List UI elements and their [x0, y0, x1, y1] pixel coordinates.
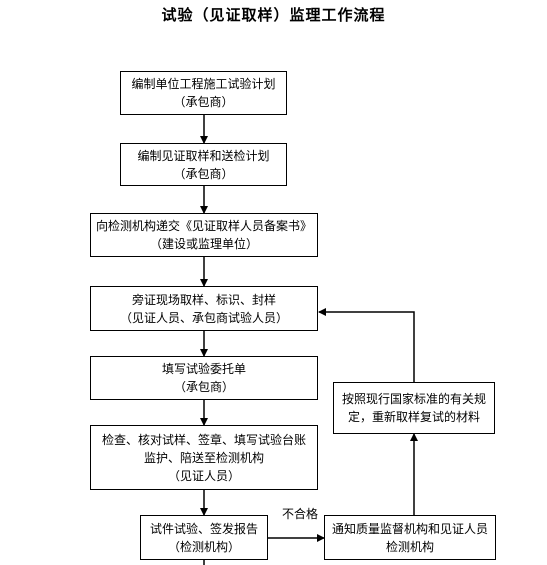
node-notify-supervision: 通知质量监督机构和见证人员 检测机构: [324, 515, 496, 560]
node-line: （检测机构）: [167, 539, 240, 554]
node-line: 试件试验、签发报告: [149, 521, 258, 536]
node-submit-record-book: 向检测机构递交《见证取样人员备案书》 （建设或监理单位）: [90, 213, 318, 257]
node-line: 按照现行国家标准的有关规: [341, 392, 486, 406]
node-line: （承包商）: [173, 166, 234, 181]
fail-label: 不合格: [282, 507, 319, 521]
node-line: 旁证现场取样、标识、封样: [131, 292, 276, 307]
node-line: 监护、陪送至检测机构: [143, 450, 264, 465]
node-line: （承包商）: [173, 380, 234, 394]
node-witness-field-sampling: 旁证现场取样、标识、封样 （见证人员、承包商试验人员）: [90, 286, 318, 331]
node-line: 定，重新取样复试的材料: [347, 410, 480, 424]
arrow-retest-to-witness: [318, 308, 415, 382]
page-title: 试验（见证取样）监理工作流程: [161, 6, 386, 24]
node-line: 编制单位工程施工试验计划: [131, 77, 276, 91]
node-fill-commission-form: 填写试验委托单 （承包商）: [90, 356, 318, 400]
node-resample-retest: 按照现行国家标准的有关规 定，重新取样复试的材料: [333, 382, 495, 434]
node-witness-sampling-plan: 编制见证取样和送检计划 （承包商）: [120, 143, 287, 186]
node-line: 检测机构: [385, 539, 434, 554]
node-line: 通知质量监督机构和见证人员: [331, 521, 488, 536]
node-line: （见证人员、承包商试验人员）: [119, 310, 288, 325]
node-line: 检查、核对试样、签章、填写试验台账: [101, 432, 306, 447]
node-line: 填写试验委托单: [161, 362, 246, 376]
node-line: 向检测机构递交《见证取样人员备案书》: [95, 219, 312, 233]
node-test-and-report: 试件试验、签发报告 （检测机构）: [140, 515, 268, 560]
node-line: （承包商）: [173, 95, 234, 109]
node-line: （见证人员）: [167, 468, 240, 483]
node-construction-test-plan: 编制单位工程施工试验计划 （承包商）: [120, 71, 287, 115]
node-line: （建设或监理单位）: [149, 237, 258, 251]
node-check-and-escort: 检查、核对试样、签章、填写试验台账 监护、陪送至检测机构 （见证人员）: [90, 425, 318, 490]
node-line: 编制见证取样和送检计划: [137, 148, 270, 163]
